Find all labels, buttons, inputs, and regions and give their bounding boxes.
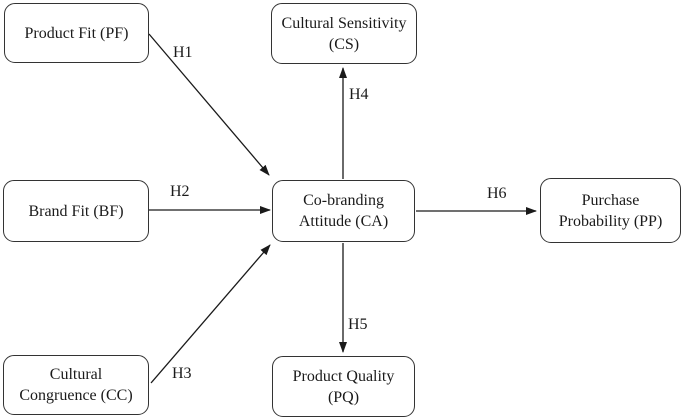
node-cobranding-attitude: Co-branding Attitude (CA): [272, 180, 415, 242]
node-brand-fit: Brand Fit (BF): [3, 180, 149, 242]
edge-label-h6: H6: [487, 185, 507, 202]
node-cultural-sensitivity: Cultural Sensitivity (CS): [271, 3, 417, 64]
node-label: Product Quality: [292, 367, 395, 385]
node-label: Attitude (CA): [298, 213, 389, 230]
node-label: Cultural: [49, 366, 103, 383]
edge-label-h2: H2: [170, 183, 190, 200]
edge-label-h3: H3: [172, 365, 192, 382]
node-label: Cultural Sensitivity: [281, 14, 407, 32]
node-label: Probability (PP): [558, 212, 663, 230]
edge-label-h4: H4: [349, 86, 369, 103]
node-label: Purchase: [581, 191, 640, 209]
node-product-quality: Product Quality (PQ): [272, 356, 415, 417]
node-label: Product Fit (PF): [24, 24, 129, 42]
node-label: Congruence (CC): [19, 387, 133, 404]
edge-label-h1: H1: [173, 44, 193, 61]
node-cultural-congruence: Cultural Congruence (CC): [3, 355, 149, 415]
node-purchase-probability: Purchase Probability (PP): [540, 178, 681, 243]
node-product-fit: Product Fit (PF): [4, 3, 149, 63]
node-label: (CS): [328, 35, 360, 53]
node-label: (PQ): [327, 388, 360, 406]
arrow-h3-cc-to-ca: [150, 244, 271, 384]
edge-label-h5: H5: [348, 316, 368, 333]
node-label: Brand Fit (BF): [28, 202, 124, 220]
node-label: Co-branding: [303, 192, 384, 209]
arrow-h1-pf-to-ca: [148, 33, 270, 176]
